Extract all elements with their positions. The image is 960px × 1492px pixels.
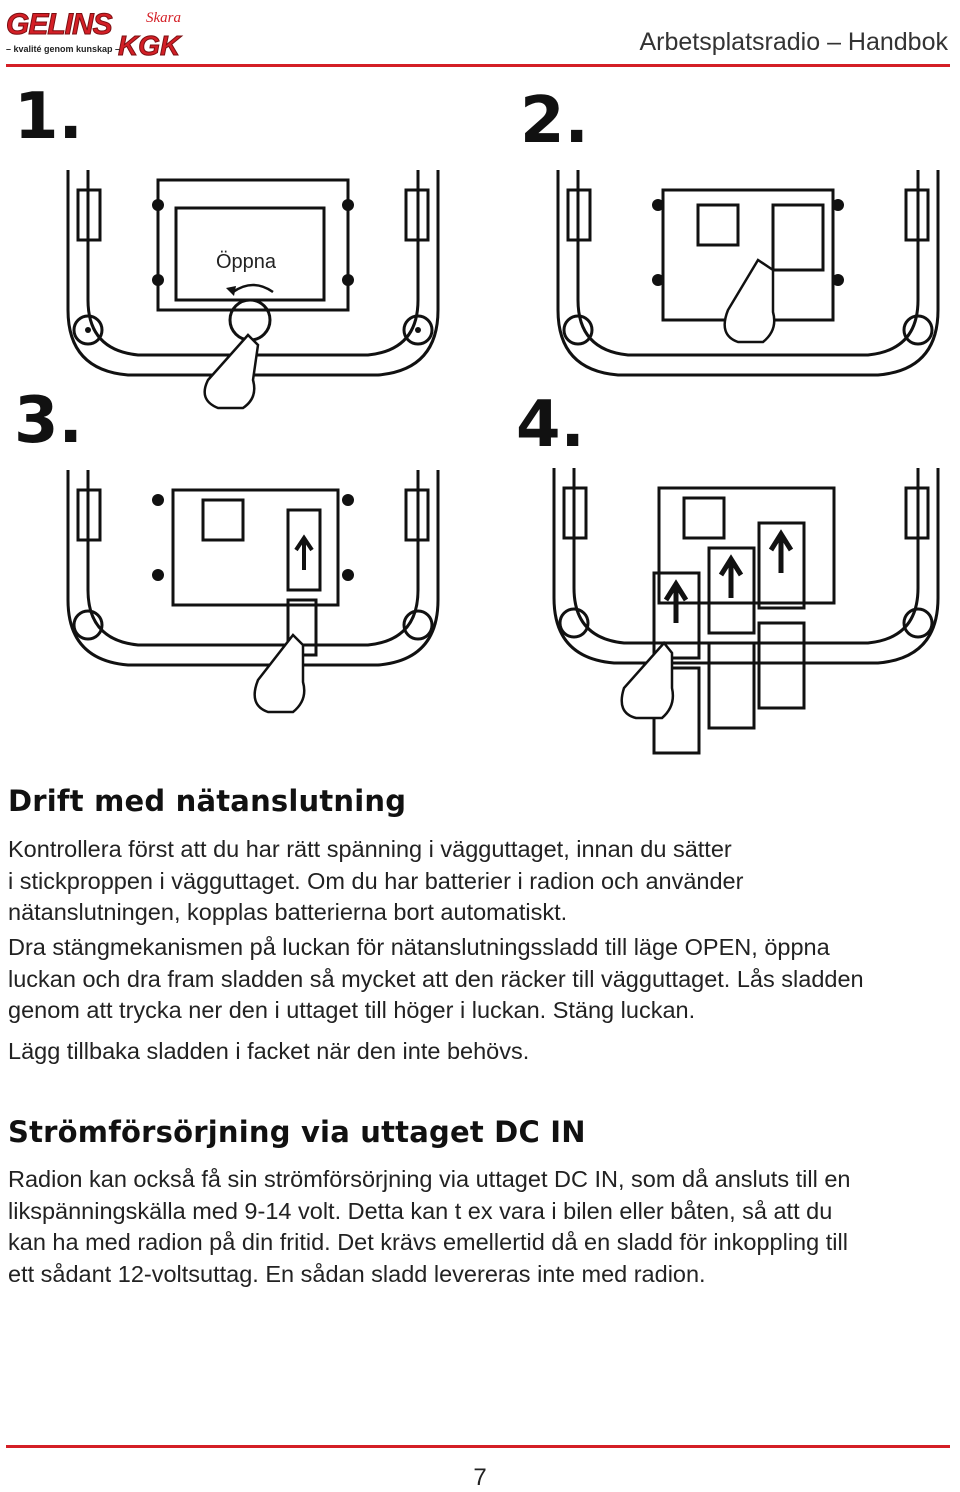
paragraph-line: i stickproppen i vägguttaget. Om du har … <box>8 867 744 894</box>
figure-step-2 <box>556 170 940 377</box>
figure-step-1: Öppna <box>66 170 440 410</box>
brand-logo: GELINS Skara KGK – kvalité genom kunskap… <box>6 8 191 62</box>
step-number-2: 2. <box>520 84 589 158</box>
logo-name: GELINS <box>6 8 114 42</box>
open-label: Öppna <box>216 251 277 273</box>
step-number-4: 4. <box>516 388 585 462</box>
page-number: 7 <box>473 1464 487 1491</box>
pointing-hand-icon <box>723 258 776 344</box>
paragraph-mains-3: Lägg tillbaka sladden i facket när den i… <box>8 1036 953 1068</box>
paragraph-line: Lägg tillbaka sladden i facket när den i… <box>8 1038 530 1064</box>
step-number-1: 1. <box>14 80 83 154</box>
header-divider <box>6 64 950 67</box>
logo-kgk: KGK <box>117 30 181 62</box>
pointing-hand-icon <box>253 633 306 714</box>
paragraph-line: Kontrollera först att du har rätt spänni… <box>8 836 732 862</box>
paragraph-mains-2: Dra stängmekanismen på luckan för nätans… <box>8 932 953 1027</box>
document-title: Arbetsplatsradio – Handbok <box>639 28 948 56</box>
step-number-3: 3. <box>14 384 83 458</box>
paragraph-line: Dra stängmekanismen på luckan för nätans… <box>8 934 830 960</box>
figure-step-4 <box>552 468 940 755</box>
paragraph-line: ett sådant 12-voltsuttag. En sådan sladd… <box>8 1260 706 1287</box>
pointing-hand-icon <box>620 641 675 720</box>
paragraph-line: kan ha med radion på din fritid. Det krä… <box>8 1229 848 1255</box>
footer-divider <box>6 1445 950 1448</box>
paragraph-line: genom att trycka ner den i uttaget till … <box>8 997 696 1023</box>
paragraph-line: luckan och dra fram sladden så mycket at… <box>8 965 864 992</box>
figure-step-3 <box>66 470 440 714</box>
logo-place: Skara <box>146 10 181 26</box>
paragraph-line: nätanslutningen, kopplas batterierna bor… <box>8 899 568 925</box>
paragraph-line: likspänningskälla med 9-14 volt. Detta k… <box>8 1197 833 1224</box>
pointing-hand-icon <box>203 333 260 410</box>
paragraph-mains-1: Kontrollera först att du har rätt spänni… <box>8 834 953 929</box>
section-heading-mains: Drift med nätanslutning <box>8 784 407 818</box>
paragraph-dc-in: Radion kan också få sin strömförsörjning… <box>8 1164 953 1290</box>
section-heading-dc-in: Strömförsörjning via uttaget DC IN <box>8 1115 586 1149</box>
paragraph-line: Radion kan också få sin strömförsörjning… <box>8 1166 851 1192</box>
logo-tagline: – kvalité genom kunskap – <box>6 44 121 54</box>
